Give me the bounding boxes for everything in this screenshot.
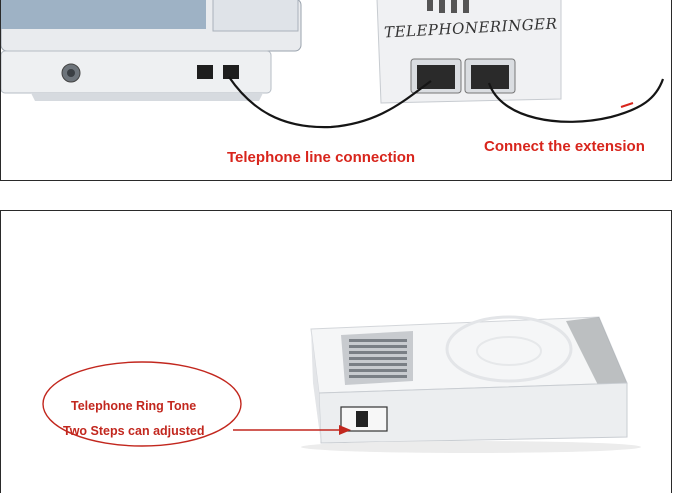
bottom-photo-panel: Telephone Ring Tone Two Steps can adjust… bbox=[0, 210, 672, 493]
red-marker bbox=[620, 102, 634, 108]
ringer-device bbox=[376, 0, 562, 104]
line-cable bbox=[228, 76, 432, 129]
callout-line-1: Telephone Ring Tone bbox=[71, 399, 197, 413]
extension-label: Connect the extension bbox=[484, 138, 645, 155]
phone-and-ringer-illustration bbox=[1, 0, 665, 129]
line-connection-label: Telephone line connection bbox=[227, 149, 416, 166]
callout-ellipse bbox=[42, 361, 242, 447]
arrow-head-icon bbox=[339, 425, 351, 435]
ringer-device-side bbox=[301, 315, 641, 453]
extension-cable bbox=[487, 78, 665, 123]
telephone-base bbox=[1, 0, 302, 101]
top-photo-panel: TELEPHONERINGER Telephone line connectio… bbox=[0, 0, 672, 181]
callout-line-2: Two Steps can adjusted bbox=[63, 424, 205, 438]
ringer-side-illustration bbox=[42, 315, 641, 453]
